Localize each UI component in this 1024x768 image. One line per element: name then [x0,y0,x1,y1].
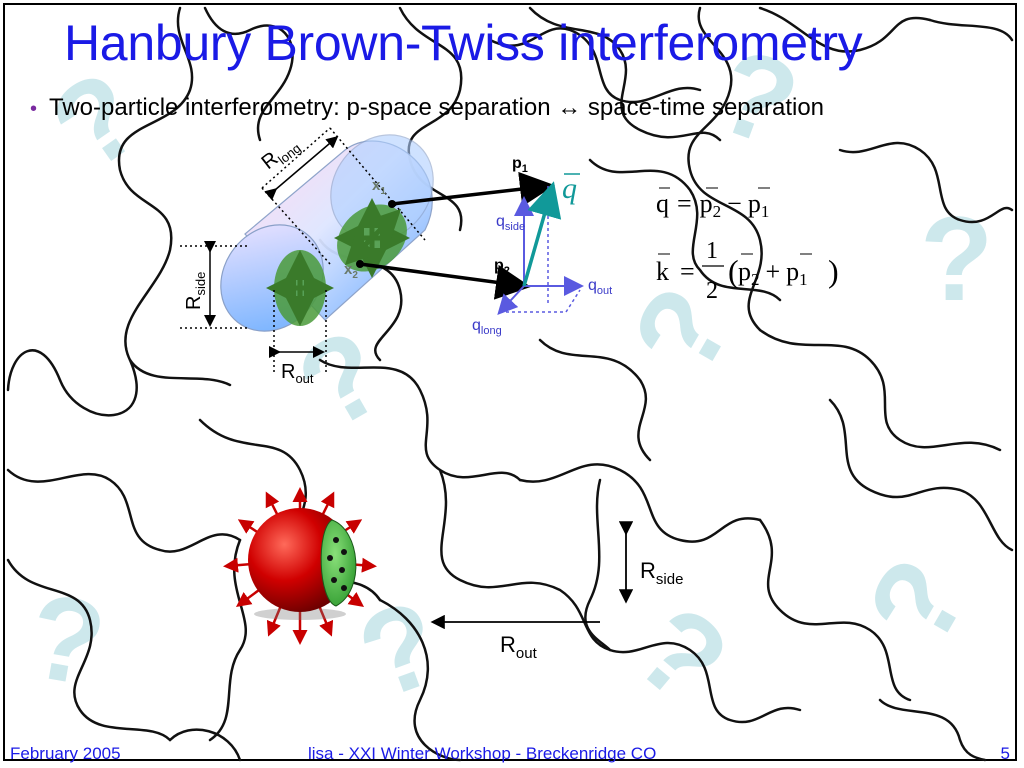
question-mark-icon: ? [343,574,458,725]
footer-date: February 2005 [10,744,121,763]
lower-r-side-label: Rside [640,558,683,588]
emission-region-lower [266,250,334,326]
question-mark-icon: ? [611,580,753,730]
svg-text:=: = [680,257,695,286]
slide-title: Hanbury Brown-Twiss interferometry [64,15,863,71]
r-out-label: Rout [281,361,314,386]
fireball [223,487,377,645]
footer-event: lisa - XXI Winter Workshop - Breckenridg… [308,744,657,763]
footer-page-number: 5 [1000,744,1010,763]
svg-text:): ) [828,253,839,289]
svg-text:k: k [656,257,669,286]
x1-label: x1 [372,177,386,197]
emission-region-upper [334,198,410,278]
lower-dimension-arrows [430,521,634,630]
question-mark-icon: ? [841,537,994,667]
q-axes [497,181,584,315]
question-mark-icon: ? [19,568,114,713]
svg-text:1: 1 [706,238,718,264]
svg-text:p2+p1: p2+p1 [738,257,808,289]
r-side-label: Rside [183,272,208,310]
svg-text:q=p2−p1: q=p2−p1 [656,189,769,221]
r-long-label: Rlong [258,133,304,177]
bullet-dot-icon: • [30,98,38,120]
k-equation: k = 1 2 ( p2+p1 ) [656,238,839,304]
dimension-guides [180,127,426,374]
bullet-item: • Two-particle interferometry: p-space se… [30,94,824,122]
momentum-arrows [356,171,555,300]
bullet-text-after: space-time separation [581,94,825,121]
double-arrow-icon: ↔ [557,94,582,121]
q-long-label: qlong [472,317,502,337]
q-out-label: qout [588,277,612,297]
q-side-label: qside [496,213,525,233]
lower-r-out-label: Rout [500,632,538,662]
source-cylinder [220,134,434,332]
svg-text:(: ( [728,253,739,289]
q-vector-label: q [562,172,577,205]
slide-frame [3,3,1017,761]
question-mark-icon: ? [920,192,993,326]
svg-text:2: 2 [706,278,718,304]
p1-label: p1 [512,155,528,175]
p2-label: p2 [494,257,510,277]
x2-label: x2 [344,261,358,281]
bullet-text-before: Two-particle interferometry: p-space sep… [49,94,558,121]
q-equation: q=p2−p1 [656,187,770,221]
